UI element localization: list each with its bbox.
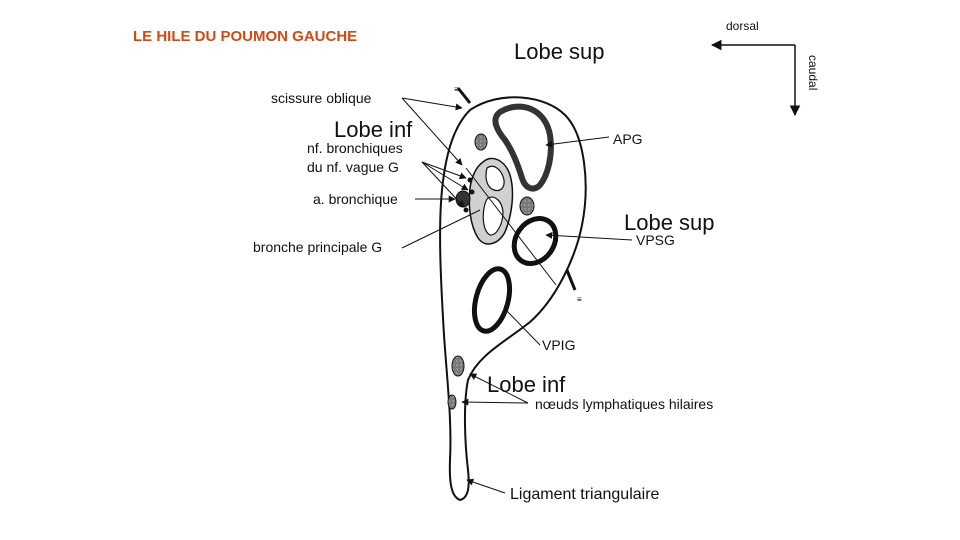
bronchus-lumen-upper	[485, 165, 505, 192]
bronche-principale-label: bronche principale G	[253, 239, 383, 255]
apg-label: APG	[613, 131, 643, 147]
nf-bronchiques-label-2: du nf. vague G	[307, 159, 399, 175]
lymph-nodes	[447, 133, 535, 410]
lobe-sup-top-label: Lobe sup	[514, 39, 605, 64]
ligament-triangulaire-label: Ligament triangulaire	[510, 486, 660, 503]
vpig-vessel	[471, 266, 513, 334]
leader-lines	[401, 97, 633, 494]
caudal-label: caudal	[806, 55, 820, 91]
nf-bronchiques-label-1: nf. bronchiques	[307, 140, 403, 156]
noeuds-lymphatiques-label: nœuds lymphatiques hilaires	[535, 396, 714, 412]
orientation-arrows	[710, 39, 801, 117]
vpig-label: VPIG	[542, 337, 576, 353]
svg-text:≡: ≡	[454, 85, 459, 94]
page-title: LE HILE DU POUMON GAUCHE	[133, 28, 358, 45]
dorsal-label: dorsal	[726, 19, 759, 33]
bronchus-lumen-lower	[482, 196, 504, 236]
lobe-inf-top-label: Lobe inf	[334, 117, 413, 142]
scissure-oblique-label: scissure oblique	[271, 90, 372, 106]
a-bronchique-label: a. bronchique	[313, 191, 398, 207]
lobe-sup-right-label: Lobe sup	[624, 210, 715, 235]
svg-text:≡: ≡	[577, 295, 582, 304]
vpsg-vessel	[511, 216, 559, 266]
apg-vessel	[492, 103, 554, 192]
vpsg-label: VPSG	[636, 232, 675, 248]
lobe-inf-bottom-label: Lobe inf	[487, 372, 566, 397]
